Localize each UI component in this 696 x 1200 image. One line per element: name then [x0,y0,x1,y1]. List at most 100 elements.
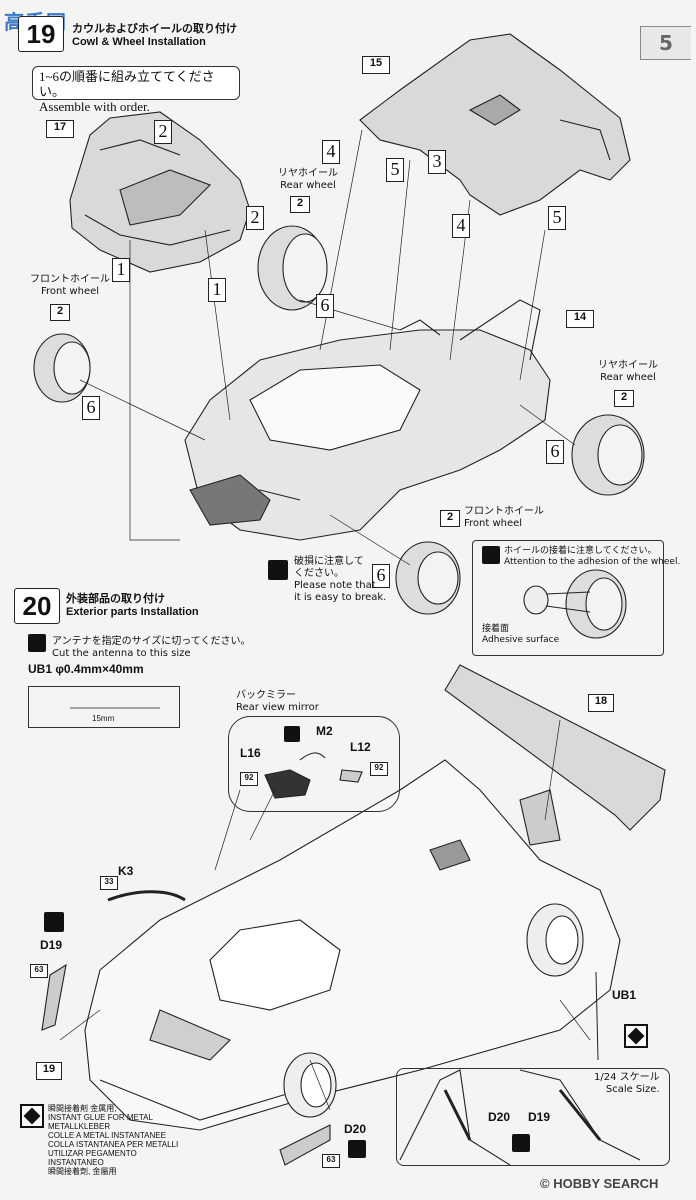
glue-legend-text: 瞬間接着剤 金属用, INSTANT GLUE FOR METAL METALL… [48,1104,188,1176]
k3-strip-sketch [107,890,186,902]
antenna-measure-label: 15mm [92,714,115,723]
part-m2: M2 [316,724,333,738]
step-20-number-text: 20 [22,591,52,621]
adhesion-note-jp: ホイールの接着に注意してください。 [504,546,657,556]
order-step-5b-text: 5 [552,207,562,227]
order-step-2a-text: 2 [158,121,168,141]
rear-mirror-jp: バックミラー [236,690,296,701]
scale-inset-sketch [399,1069,641,1166]
page-tab: 5 [640,26,691,60]
antenna-sketch [595,971,599,1061]
order-step-1a-text: 1 [116,259,126,279]
order-step-4a: 4 [322,140,340,164]
rear-wing-sketch [444,664,666,846]
step-19-title-en: Cowl & Wheel Installation [72,36,206,48]
glue-legend-line: 瞬間接着劑, 金屬用 [48,1167,117,1176]
car-front-wheel-sketch [283,1052,337,1118]
page-tab-number: 5 [659,31,673,55]
order-step-4b: 4 [452,214,470,238]
order-step-1b: 1 [208,278,226,302]
part-l12: L12 [350,740,371,754]
part-d19: D19 [40,938,63,952]
color-92a-text: 92 [244,773,254,782]
rear-wheel-top-jp: リヤホイール [278,168,338,179]
part-19: 19 [36,1062,62,1080]
d20-flap-sketch [279,1124,331,1166]
color-33-text: 33 [104,877,114,886]
rear-wheel-right-part: 2 [614,390,634,407]
order-step-6d-text: 6 [376,565,386,585]
rear-mirror-callout [228,716,400,812]
glue-legend-line: COLLE A METAL INSTANTANEE [48,1131,166,1140]
antenna-measure-box [28,686,180,728]
order-step-1a: 1 [112,258,130,282]
rear-cowl-sketch [359,33,631,216]
step-20-title-jp: 外装部品の取り付け [66,592,165,605]
glue-legend-line: COLLA ISTANTANEA PER METALLI [48,1140,179,1149]
part-d20: D20 [344,1122,367,1136]
order-step-5a: 5 [386,158,404,182]
scale-label-jp: 1/24 スケール [594,1072,660,1083]
break-note: 破損に注意して ください。 Please note that it is eas… [294,556,386,604]
part-14-label: 14 [573,311,587,323]
assembly-order-note: 1~6の順番に組み立ててください。 Assemble with order. [32,66,240,114]
order-step-2b-text: 2 [250,207,260,227]
part-17-label: 17 [53,121,67,133]
adhesion-wheel-sketch [523,569,627,639]
order-step-6c-text: 6 [550,441,560,461]
step-20-number: 20 [14,588,60,624]
color-63a-text: 63 [34,965,44,974]
car-body-sketch [84,759,621,1131]
step-20-title: 外装部品の取り付け Exterior parts Installation [66,590,199,618]
car-rear-wheel-sketch [526,903,584,977]
glue-legend-line: METALLKLEBER [48,1122,111,1131]
front-wheel-bottom-label: フロントホイール Front wheel [464,506,544,530]
order-step-6d: 6 [372,564,390,588]
front-wheel-bottom-en: Front wheel [464,518,523,529]
glue-diamond-icon [624,1024,648,1048]
order-step-6b-text: 6 [86,397,96,417]
rear-wheel-top-en: Rear wheel [280,180,336,191]
order-step-3: 3 [428,150,446,174]
scale-label-en: Scale Size. [605,1084,660,1095]
mirror-parts-sketch [264,752,363,799]
color-63a: 63 [30,964,48,978]
front-wheel-left-part-text: 2 [56,305,64,317]
rear-wheel-right-label: リヤホイール Rear wheel [598,360,658,384]
assembly-order-en: Assemble with order. [39,99,150,114]
rear-wheel-right-part-text: 2 [620,391,628,403]
order-step-3-text: 3 [432,151,442,171]
cut-icon [28,634,46,652]
glue-legend-line: INSTANT GLUE FOR METAL [48,1113,153,1122]
front-wheel-bottom-part: 2 [440,510,460,527]
scale-part-d20: D20 [488,1110,511,1124]
order-step-4a-text: 4 [326,141,336,161]
color-92b: 92 [370,762,388,776]
color-33: 33 [100,876,118,890]
step-20-title-en: Exterior parts Installation [66,606,199,618]
order-step-1b-text: 1 [212,279,222,299]
glue-legend-line: UTILIZAR PEGAMENTO INSTANTANEO [48,1149,137,1167]
adhesive-surface-jp: 接着面 [482,624,510,634]
antenna-spec: UB1 φ0.4mm×40mm [28,662,144,676]
rear-wheel-right-en: Rear wheel [600,372,656,383]
adhesive-surface-label: 接着面 Adhesive surface [482,624,559,646]
front-wheel-bottom-jp: フロントホイール [464,506,544,517]
d19-flap-sketch [41,963,67,1031]
scale-inset-box [396,1068,670,1166]
front-wheel-left-jp: フロントホイール [30,274,110,285]
wheel-front-left-sketch [33,333,91,403]
glue-legend-icon [20,1104,44,1128]
rear-wheel-top-label: リヤホイール Rear wheel [278,168,338,192]
rear-wheel-top-part-text: 2 [296,197,304,209]
part-l16: L16 [240,746,261,760]
adhesion-caution-icon [482,546,500,564]
front-wheel-bottom-part-text: 2 [446,511,454,523]
step-19-title: カウルおよびホイールの取り付け Cowl & Wheel Installatio… [72,20,237,48]
wheel-rear-top-sketch [257,225,328,311]
part-17: 17 [46,120,74,138]
front-wheel-left-label: フロントホイール Front wheel [30,274,110,298]
footer-brand: © HOBBY SEARCH [540,1176,659,1191]
